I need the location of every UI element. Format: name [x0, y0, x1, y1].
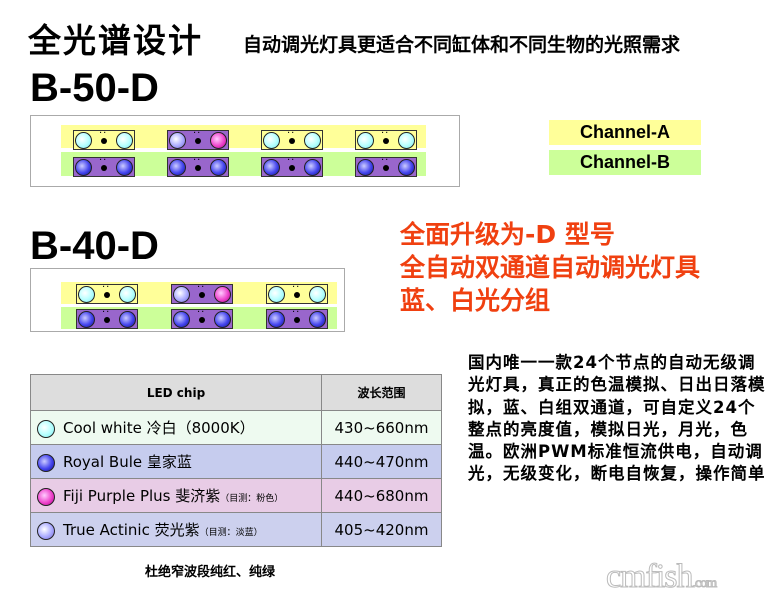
module-dots-icon [193, 125, 203, 146]
led-fp-icon [214, 285, 231, 303]
chip-name: True Actinic 荧光紫 [63, 521, 200, 539]
led-cw-icon [37, 419, 55, 438]
led-module [76, 279, 138, 304]
led-rb-icon [169, 158, 186, 176]
led-cw-icon [116, 131, 133, 149]
led-module [261, 152, 323, 177]
led-module [261, 125, 323, 150]
led-cw-icon [357, 131, 374, 149]
header-wavelength: 波长范围 [321, 374, 442, 411]
channel-a-strip [61, 125, 426, 148]
led-rb-icon [116, 158, 133, 176]
table-row: Cool white 冷白（8000K） 430~660nm [30, 410, 442, 445]
chip-name: Fiji Purple Plus 斐济紫 [63, 487, 221, 505]
wavelength-cell: 440~680nm [321, 478, 442, 513]
led-ta-icon [169, 131, 186, 149]
module-dots-icon [102, 279, 112, 300]
led-module [73, 152, 135, 177]
chip-note: （目测：粉色） [220, 494, 284, 504]
chip-name-cell: Cool white 冷白（8000K） [30, 410, 322, 445]
chip-note: （目测：淡蓝） [199, 528, 263, 538]
feature-description: 国内唯一一款24个节点的自动无级调光灯具，真正的色温模拟、日出日落模拟，蓝、白组… [468, 353, 766, 484]
led-cw-icon [268, 285, 285, 303]
wavelength-cell: 405~420nm [321, 512, 442, 547]
led-cw-icon [398, 131, 415, 149]
upgrade-line: 蓝、白光分组 [400, 286, 551, 315]
header-led-chip: LED chip [30, 374, 322, 411]
model-b50d-title: B-50-D [30, 66, 159, 110]
upgrade-line: 全自动双通道自动调光灯具 [400, 253, 701, 282]
module-dots-icon [193, 152, 203, 173]
led-cw-icon [119, 285, 136, 303]
model-b40d-board [30, 268, 345, 332]
channel-b-legend: Channel-B [549, 150, 701, 175]
led-module [76, 304, 138, 329]
led-rb-icon [75, 158, 92, 176]
led-rb-icon [398, 158, 415, 176]
led-cw-icon [263, 131, 280, 149]
led-rb-icon [268, 310, 285, 328]
led-module [266, 279, 328, 304]
led-cw-icon [75, 131, 92, 149]
page-title: 全光谱设计 [28, 21, 203, 60]
led-rb-icon [173, 310, 190, 328]
led-fp-icon [210, 131, 227, 149]
led-module [266, 304, 328, 329]
upgrade-notice: 全面升级为-D 型号 全自动双通道自动调光灯具 蓝、白光分组 [400, 218, 700, 317]
led-module [355, 152, 417, 177]
led-rb-icon [119, 310, 136, 328]
led-cw-icon [309, 285, 326, 303]
led-ta-icon [173, 285, 190, 303]
model-b40d-title: B-40-D [30, 224, 159, 268]
chip-name-cell: Royal Bule 皇家蓝 [30, 444, 322, 479]
module-dots-icon [287, 152, 297, 173]
channel-a-legend: Channel-A [549, 120, 701, 145]
led-rb-icon [78, 310, 95, 328]
chip-name: Royal Bule 皇家蓝 [63, 453, 192, 471]
wavelength-cell: 430~660nm [321, 410, 442, 445]
led-cw-icon [78, 285, 95, 303]
module-dots-icon [381, 152, 391, 173]
led-rb-icon [309, 310, 326, 328]
wavelength-cell: 440~470nm [321, 444, 442, 479]
led-rb-icon [210, 158, 227, 176]
chip-name: Cool white 冷白（8000K） [63, 419, 255, 437]
chip-name-cell: True Actinic 荧光紫（目测：淡蓝） [30, 512, 322, 547]
led-chip-table: LED chip 波长范围 Cool white 冷白（8000K） 430~66… [30, 374, 442, 547]
led-module [171, 304, 233, 329]
led-rb-icon [214, 310, 231, 328]
led-rb-icon [357, 158, 374, 176]
upgrade-line: 全面升级为-D 型号 [400, 220, 615, 249]
led-module [73, 125, 135, 150]
module-dots-icon [292, 279, 302, 300]
module-dots-icon [287, 125, 297, 146]
module-dots-icon [197, 279, 207, 300]
led-module [355, 125, 417, 150]
module-dots-icon [197, 304, 207, 325]
watermark-logo: cmfish.com [605, 558, 717, 596]
model-b50d-board [30, 115, 460, 187]
page-subtitle: 自动调光灯具更适合不同缸体和不同生物的光照需求 [243, 34, 681, 56]
led-module [171, 279, 233, 304]
led-fp-icon [37, 487, 55, 506]
chip-name-cell: Fiji Purple Plus 斐济紫（目测：粉色） [30, 478, 322, 513]
led-module [167, 152, 229, 177]
footnote: 杜绝窄波段纯红、纯绿 [145, 565, 276, 580]
module-dots-icon [99, 125, 109, 146]
module-dots-icon [99, 152, 109, 173]
module-dots-icon [102, 304, 112, 325]
led-module [167, 125, 229, 150]
led-ta-icon [37, 521, 55, 540]
table-row: Royal Bule 皇家蓝 440~470nm [30, 444, 442, 479]
led-rb-icon [263, 158, 280, 176]
table-row: True Actinic 荧光紫（目测：淡蓝）405~420nm [30, 512, 442, 547]
led-rb-icon [37, 453, 55, 472]
led-cw-icon [304, 131, 321, 149]
module-dots-icon [292, 304, 302, 325]
led-rb-icon [304, 158, 321, 176]
table-row: Fiji Purple Plus 斐济紫（目测：粉色）440~680nm [30, 478, 442, 513]
module-dots-icon [381, 125, 391, 146]
